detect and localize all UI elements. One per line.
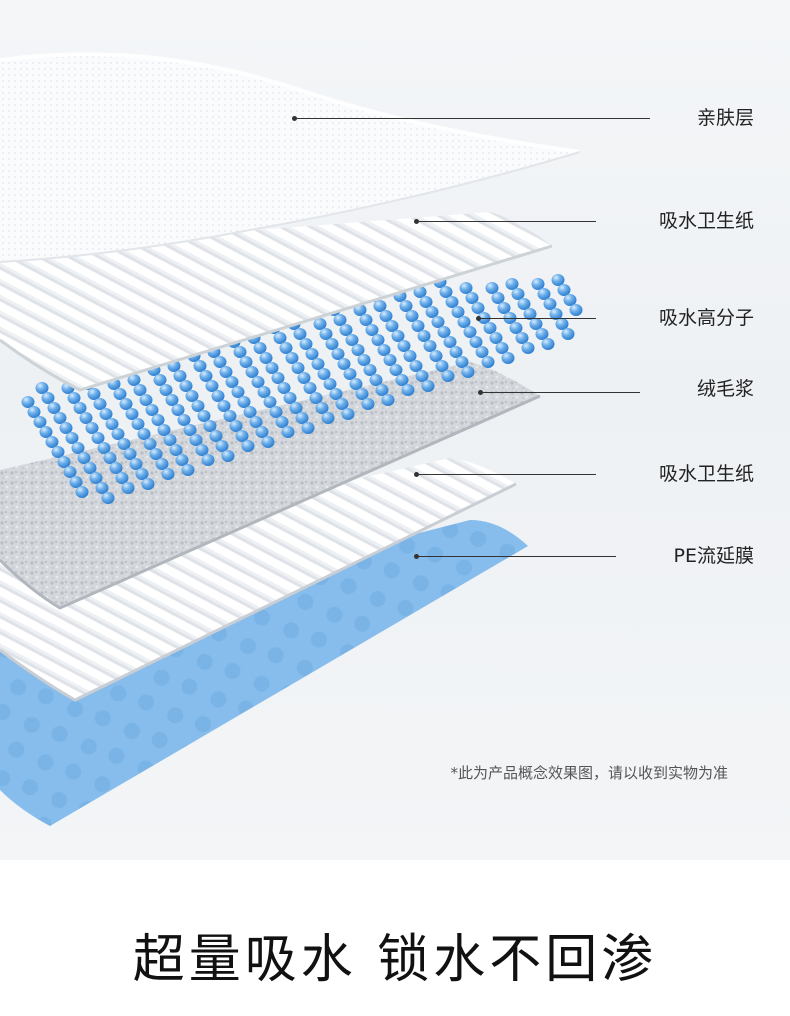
polymer-bead [462, 366, 475, 378]
polymer-bead [382, 394, 395, 406]
label-pe-film: PE流延膜 [674, 544, 754, 568]
leader-line-skin [294, 118, 650, 119]
polymer-bead [242, 440, 255, 452]
polymer-bead [282, 426, 295, 438]
polymer-bead [342, 408, 355, 420]
polymer-bead [322, 412, 335, 424]
polymer-bead [402, 384, 415, 396]
polymer-bead [76, 486, 89, 498]
polymer-bead [502, 352, 515, 364]
layer-diagram: 亲肤层 吸水卫生纸 吸水高分子 绒毛浆 吸水卫生纸 PE流延膜 *此为产品概念效… [0, 0, 790, 860]
polymer-bead [222, 450, 235, 462]
label-tissue-top: 吸水卫生纸 [659, 209, 754, 233]
slogan-heading: 超量吸水 锁水不回渗 [0, 925, 790, 995]
label-polymer: 吸水高分子 [659, 306, 754, 330]
polymer-bead [482, 356, 495, 368]
polymer-bead [570, 304, 583, 316]
polymer-bead [542, 338, 555, 350]
polymer-bead [362, 398, 375, 410]
leader-line-polymer [478, 318, 596, 319]
layers-illustration [0, 0, 790, 860]
polymer-bead [162, 468, 175, 480]
polymer-bead [562, 328, 575, 340]
polymer-bead [302, 422, 315, 434]
polymer-bead [422, 380, 435, 392]
label-fluff-pulp: 绒毛浆 [697, 377, 754, 401]
label-skin-layer: 亲肤层 [697, 106, 754, 130]
polymer-bead [142, 478, 155, 490]
leader-line-tissue-bottom [416, 474, 596, 475]
leader-line-pe-film [416, 556, 616, 557]
polymer-bead [522, 342, 535, 354]
polymer-bead [122, 482, 135, 494]
polymer-bead [202, 454, 215, 466]
leader-line-fluff-pulp [480, 392, 640, 393]
leader-line-tissue-top [416, 221, 596, 222]
label-tissue-bottom: 吸水卫生纸 [659, 462, 754, 486]
polymer-bead [102, 492, 115, 504]
polymer-bead [262, 436, 275, 448]
polymer-bead [442, 370, 455, 382]
disclaimer-text: *此为产品概念效果图，请以收到实物为准 [450, 762, 728, 783]
polymer-bead [182, 464, 195, 476]
